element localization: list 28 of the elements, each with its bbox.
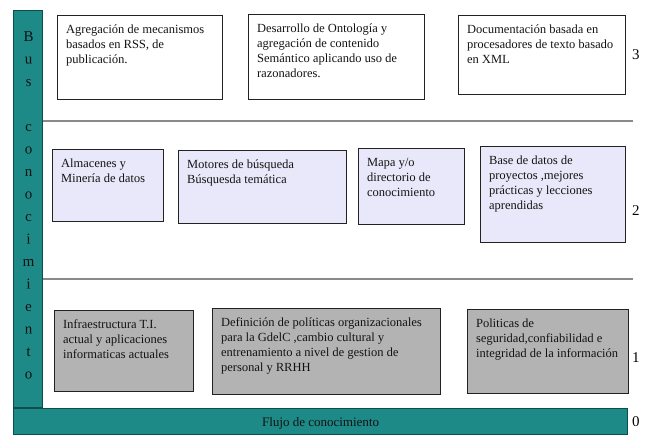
bar-title: Flujo de conocimiento xyxy=(262,414,379,429)
component-box xyxy=(52,149,164,222)
box-text: Almacenes y Minería de datos xyxy=(61,156,146,185)
layer-number: 1 xyxy=(632,350,640,367)
horizontal-bar xyxy=(13,408,628,435)
component-box xyxy=(480,146,626,243)
box-text: Documentación basada en procesadores de texto basado en XML xyxy=(467,22,614,66)
component-box xyxy=(54,310,194,392)
box-text: Infraestructura T.I. actual y aplicaciones informaticas actuales xyxy=(63,317,169,361)
box-text: Agregación de mecanismos basados en RSS, de publicación. xyxy=(66,22,204,66)
layer-number: 0 xyxy=(632,414,640,431)
vertical-bar xyxy=(13,10,43,408)
component-box xyxy=(212,308,441,395)
component-box xyxy=(248,14,425,100)
layer-number: 3 xyxy=(632,47,640,64)
box-text: Motores de búsqueda Búsquesda temática xyxy=(187,157,294,186)
component-box xyxy=(57,15,223,100)
component-box xyxy=(467,309,629,394)
component-box xyxy=(458,15,626,95)
box-text: Mapa y/o directorio de conocimiento xyxy=(367,155,436,199)
box-text: Politicas de seguridad,confiabilidad e integridad de la información xyxy=(476,316,618,360)
box-text: Base de datos de proyectos ,mejores prácticas y lecciones aprendidas xyxy=(489,153,592,212)
component-box xyxy=(178,150,347,224)
component-box xyxy=(358,148,465,225)
box-text: Desarrollo de Ontología y agregación de contenido Semántico aplicando uso de razonadores. xyxy=(257,21,397,80)
layer-number: 2 xyxy=(632,203,640,220)
box-text: Definición de políticas organizacionales para la GdelC ,cambio cultural y entrenamiento a nivel de gestion de personal y RRHH xyxy=(221,315,422,374)
bar-title: Bus conocimiento xyxy=(20,29,36,389)
